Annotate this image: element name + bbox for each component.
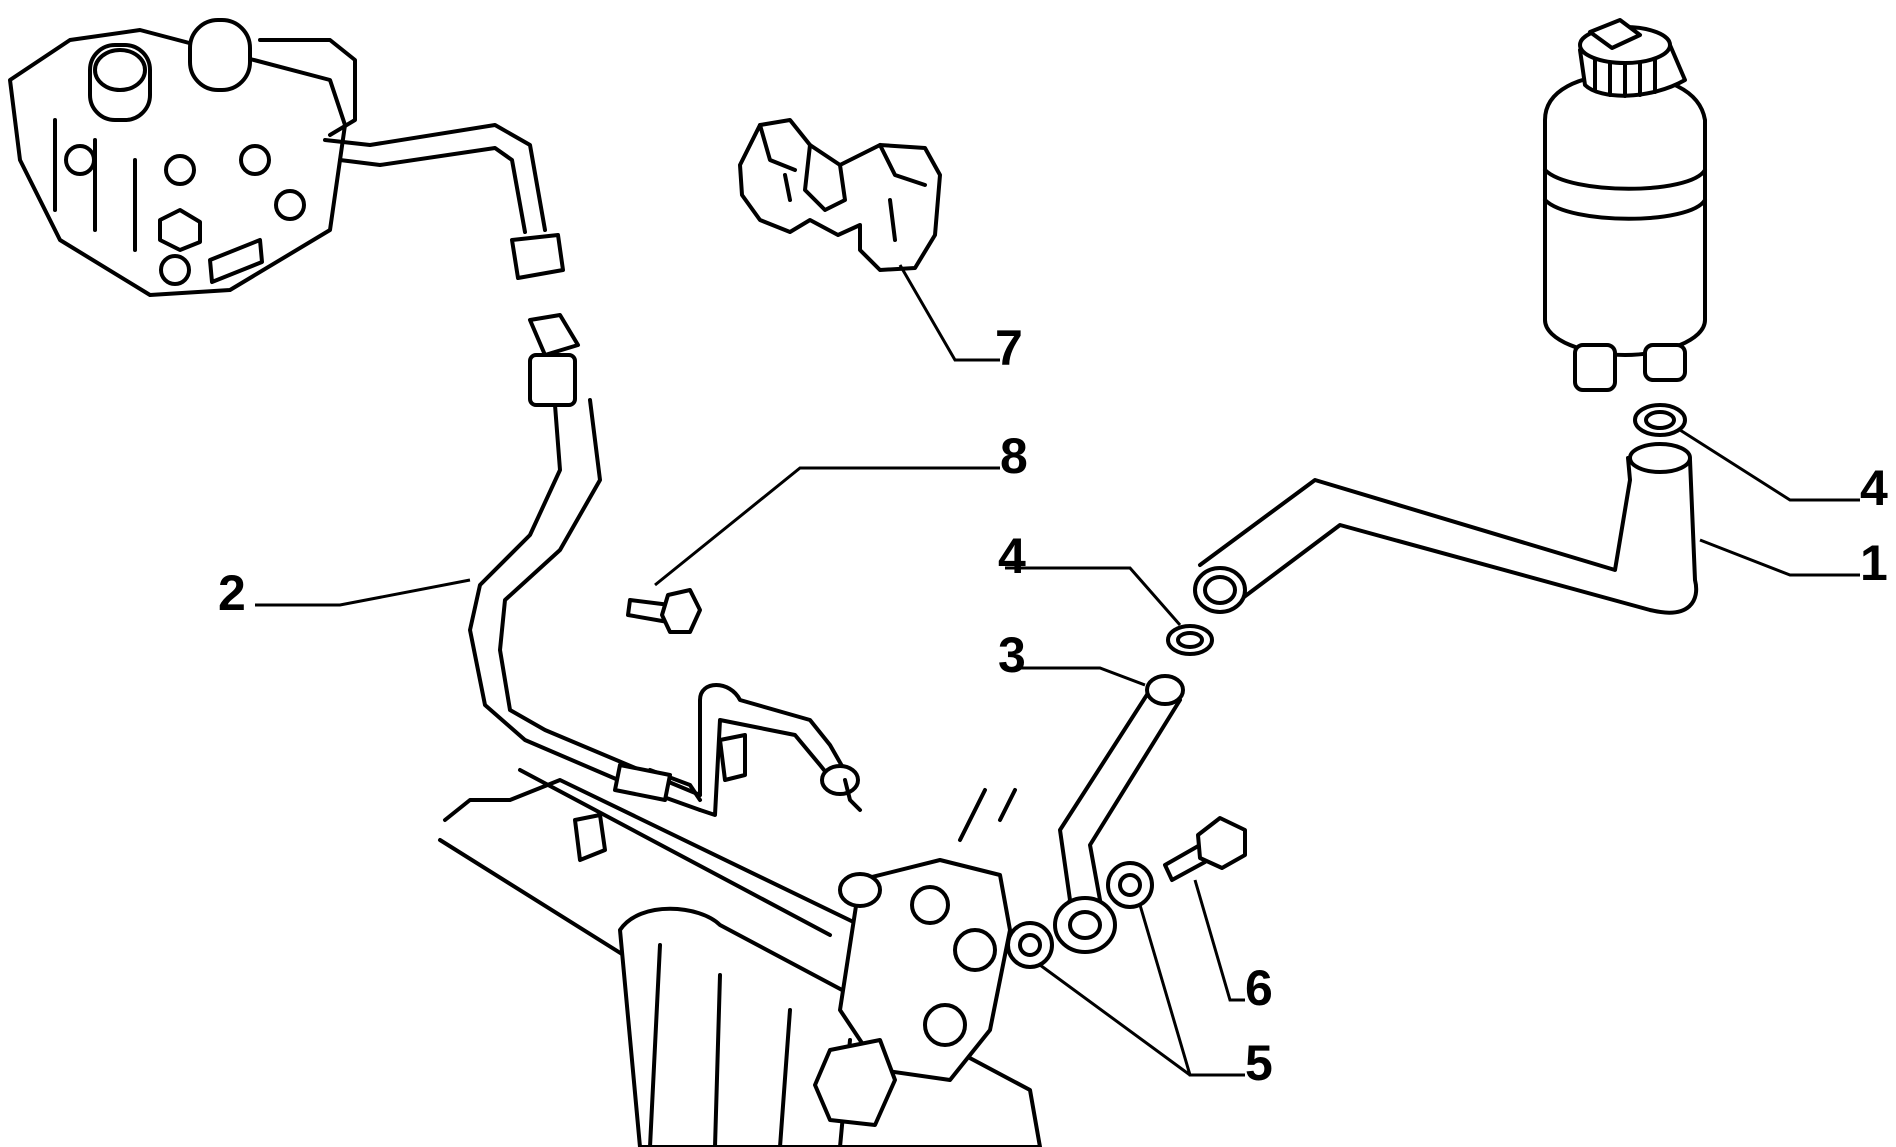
leader-4-lower — [1005, 566, 1182, 626]
pressure-hose-part-2 — [468, 313, 862, 817]
callout-4-upper: 4 — [1860, 460, 1888, 516]
leader-8 — [654, 466, 1000, 587]
hose-clip-part-4-lower — [1166, 624, 1214, 656]
leader-1 — [1699, 538, 1860, 577]
steering-rack-housing — [438, 768, 1042, 1147]
leader-5 — [1039, 904, 1245, 1077]
power-steering-pump — [8, 18, 565, 297]
callout-2: 2 — [218, 565, 246, 621]
callout-7: 7 — [995, 320, 1023, 376]
hose-clamp-part-7 — [738, 118, 942, 272]
callout-4-lower: 4 — [998, 528, 1026, 584]
feed-hose-part-3 — [1053, 674, 1185, 954]
sealing-washers-part-5 — [1006, 861, 1154, 969]
callout-6: 6 — [1245, 960, 1273, 1016]
callout-1: 1 — [1860, 535, 1888, 591]
bolt-part-8 — [626, 588, 702, 634]
hose-clip-part-4-upper — [1633, 403, 1687, 437]
leader-3 — [1015, 666, 1146, 687]
leader-2 — [255, 578, 471, 607]
leader-4-upper — [1679, 428, 1860, 502]
callout-3: 3 — [998, 627, 1026, 683]
leader-7 — [898, 264, 1000, 362]
leader-6 — [1193, 879, 1245, 1002]
fluid-reservoir — [1543, 18, 1707, 392]
callout-5: 5 — [1245, 1035, 1273, 1091]
callout-8: 8 — [1000, 428, 1028, 484]
return-hose-part-1 — [1193, 442, 1699, 615]
banjo-bolt-part-6 — [1163, 816, 1247, 882]
